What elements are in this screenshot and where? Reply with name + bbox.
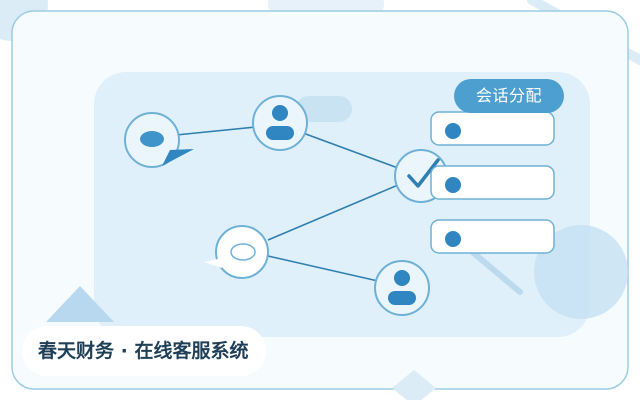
slot-3 [430, 219, 555, 254]
bg-circle-right [534, 225, 628, 319]
chat-bubble-outline-icon [230, 243, 256, 261]
edge-chat-user [175, 126, 257, 136]
bg-bar-inner [296, 96, 352, 122]
assignment-slots [430, 111, 555, 254]
edge-user-check [302, 132, 399, 169]
chat-bubble-icon [140, 131, 164, 147]
page-title: 春天财务 · 在线客服系统 [22, 326, 267, 376]
checkmark-icon [407, 158, 440, 188]
edge-bubble-user [267, 255, 379, 282]
slot-1 [430, 111, 555, 146]
bg-triangle-bottom-left [46, 286, 114, 322]
node-chat [124, 112, 194, 168]
bg-diagonal-right [467, 247, 523, 295]
node-user-top [252, 95, 308, 151]
user-icon [388, 270, 416, 305]
edge-check-bubble [267, 184, 399, 241]
slot-dot-icon [445, 231, 461, 247]
session-assign-badge: 会话分配 [454, 79, 564, 113]
node-user-bottom [374, 260, 430, 316]
connections [175, 126, 399, 282]
node-bubble [204, 225, 269, 279]
slot-dot-icon [445, 177, 461, 193]
user-icon [266, 105, 294, 140]
bg-diamond-bottom [392, 370, 436, 400]
slot-dot-icon [445, 123, 461, 139]
slot-2 [430, 165, 555, 200]
